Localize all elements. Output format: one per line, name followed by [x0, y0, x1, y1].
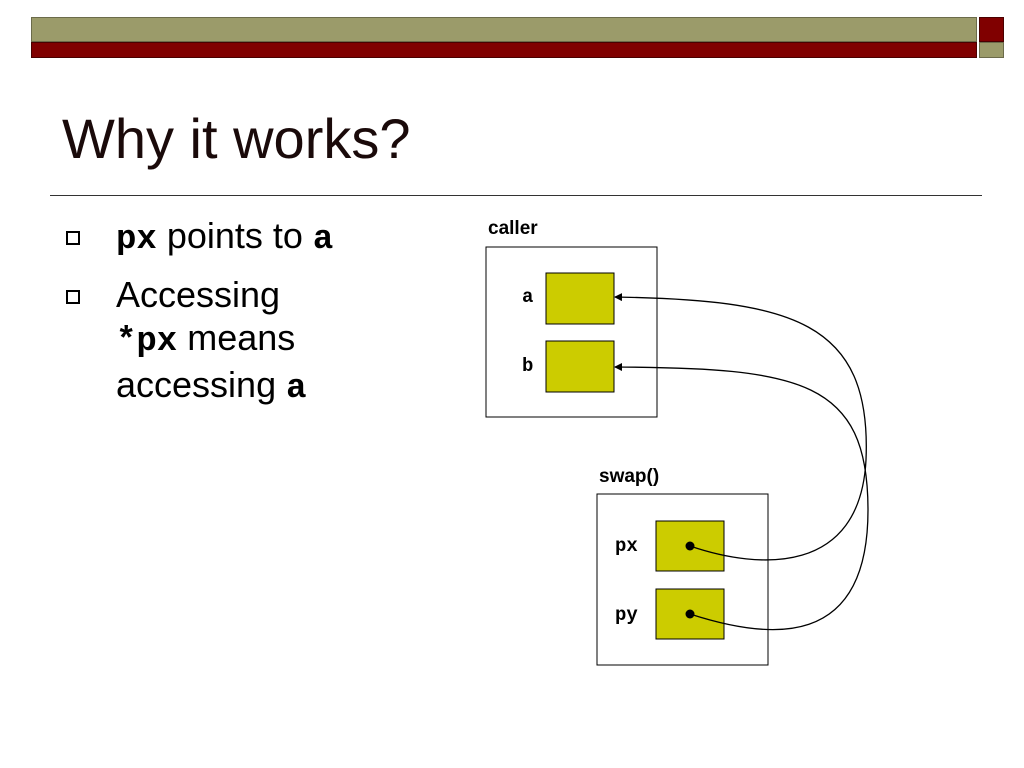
pointer-arrow-px-to-a: [614, 293, 867, 561]
swap-frame: [596, 493, 769, 666]
var-label-b: b: [522, 355, 533, 377]
title-divider: [50, 195, 982, 196]
header-band-olive: [31, 17, 977, 42]
bullet-1-code-px: px: [116, 221, 157, 259]
swap-frame-label: swap(): [599, 466, 659, 487]
pointer-arrow-py-to-b: [614, 363, 869, 631]
bullet-list: px points to a Accessing *px means acces…: [66, 214, 406, 422]
bullet-1-text: points to: [156, 215, 313, 256]
hollow-square-bullet-icon: [66, 231, 80, 245]
var-label-px: px: [615, 535, 638, 557]
var-label-py: py: [615, 604, 638, 626]
bullet-item-2: Accessing *px means accessing a: [66, 273, 406, 410]
caller-frame-label: caller: [488, 218, 538, 239]
bullet-item-1: px points to a: [66, 214, 406, 261]
var-label-a: a: [522, 286, 533, 308]
slide-title: Why it works?: [62, 107, 411, 170]
header-square-olive: [979, 42, 1004, 58]
bullet-2-code-deref-px: *px: [116, 322, 178, 361]
memory-cell-a: [545, 272, 615, 325]
bullet-1-code-a: a: [312, 221, 334, 259]
header-square-maroon: [979, 17, 1004, 42]
bullet-2-text-accessing: Accessing: [116, 273, 281, 315]
header-band-maroon: [31, 42, 977, 58]
hollow-square-bullet-icon: [66, 289, 80, 304]
caller-frame: [485, 246, 658, 418]
bullet-2-text-accessing-2: accessing: [116, 363, 287, 405]
bullet-2-code-a: a: [286, 369, 307, 408]
memory-cell-b: [545, 340, 615, 393]
bullet-2-text-means: means: [177, 316, 296, 358]
